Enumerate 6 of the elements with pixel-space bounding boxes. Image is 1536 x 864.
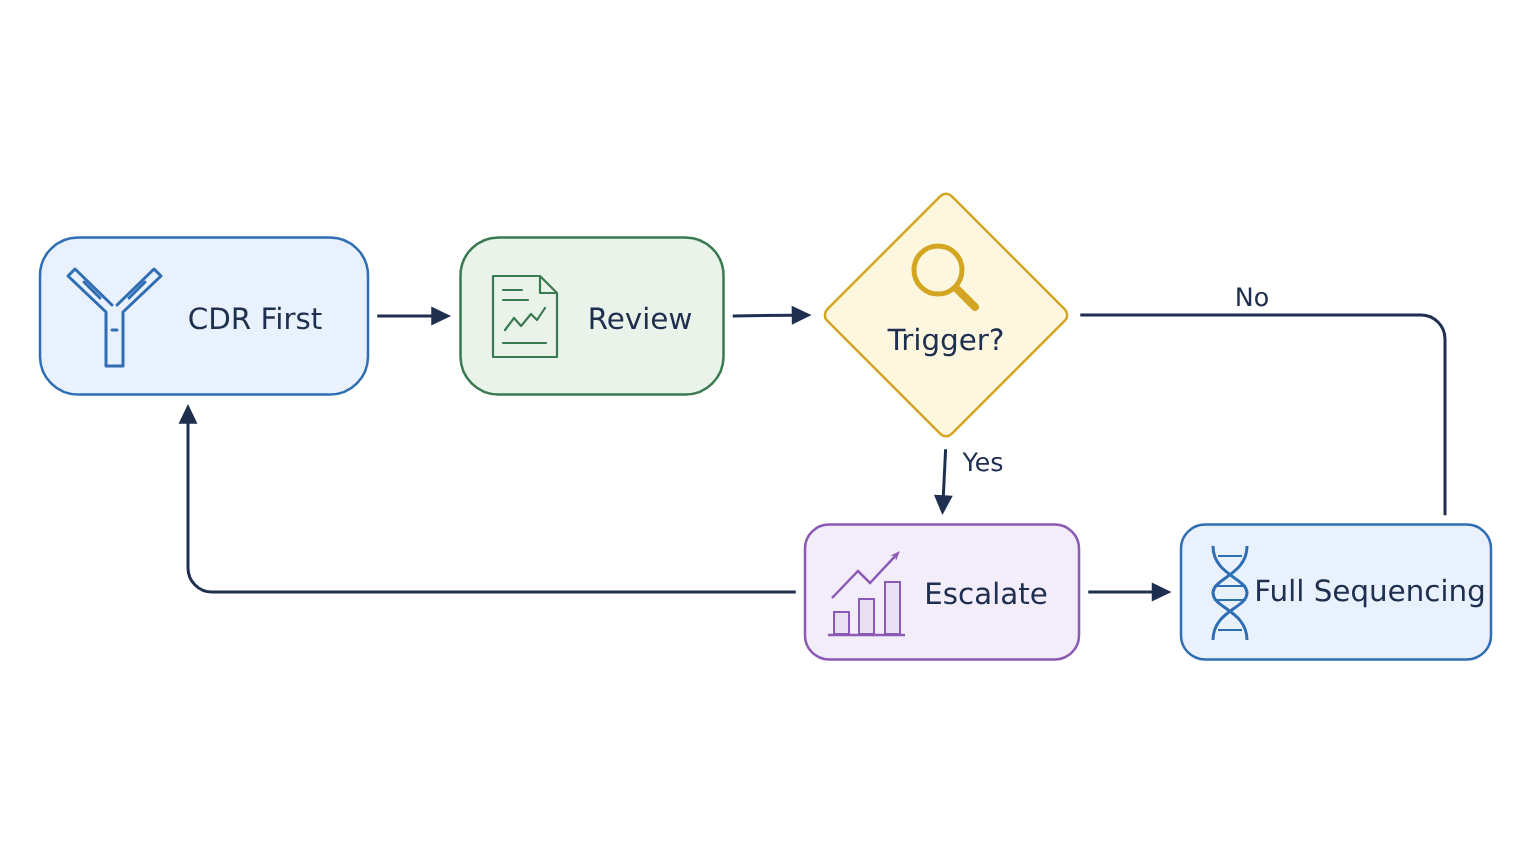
process-box: Review [459, 236, 725, 396]
edge-label: No [1232, 284, 1272, 310]
process-box: Escalate [803, 523, 1081, 661]
edge-label: Yes [959, 449, 1007, 475]
process-box: CDR First [38, 236, 370, 396]
process-box: Full Sequencing [1179, 523, 1493, 661]
